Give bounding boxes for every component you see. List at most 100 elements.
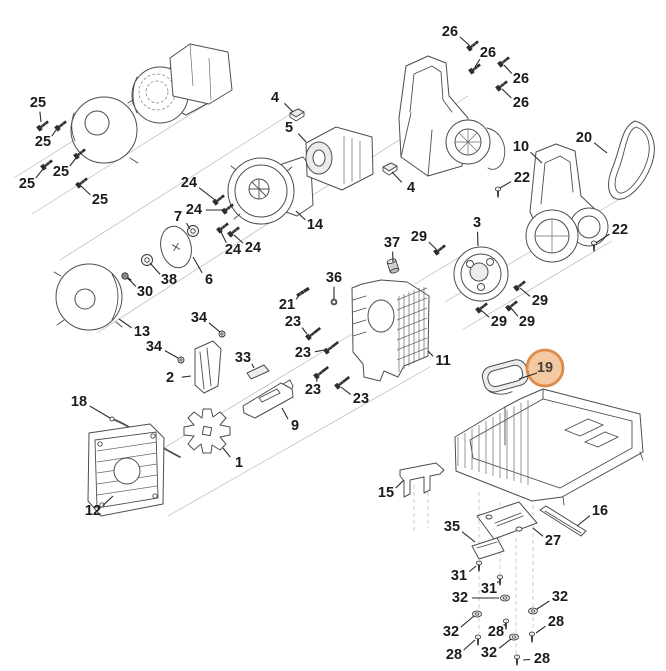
- leader-line: [428, 241, 437, 250]
- leader-line: [297, 133, 307, 143]
- callout-label-30: 30: [137, 284, 153, 300]
- fastener-screw-glyph: [75, 177, 88, 189]
- leader-line: [595, 233, 610, 244]
- fastener-screw-glyph: [495, 80, 508, 92]
- part-grille: [87, 423, 165, 517]
- callout-label-26: 26: [442, 24, 458, 40]
- part-spacer-block-b: [382, 162, 398, 176]
- part-blower-housing: [227, 156, 314, 225]
- callout-label-28: 28: [488, 624, 504, 640]
- fastener-washer-glyph: [472, 610, 482, 618]
- callout-label-25: 25: [92, 192, 108, 208]
- callout-label-7: 7: [174, 209, 182, 225]
- fastener-vscrew-glyph: [514, 654, 520, 666]
- callout-label-35: 35: [444, 519, 460, 535]
- callout-label-29: 29: [519, 314, 535, 330]
- callout-label-4: 4: [271, 90, 279, 106]
- fastener-screw-glyph: [313, 365, 330, 380]
- guide-line: [31, 91, 227, 215]
- callout-label-2: 2: [166, 370, 174, 386]
- leader-line: [535, 625, 546, 634]
- callout-label-33: 33: [235, 350, 251, 366]
- callout-label-24: 24: [186, 202, 202, 218]
- fastener-screw-glyph: [216, 222, 229, 234]
- callout-label-26: 26: [513, 95, 529, 111]
- callout-label-34: 34: [146, 339, 162, 355]
- callout-label-37: 37: [384, 235, 400, 251]
- leader-line: [102, 495, 114, 507]
- leader-line: [208, 322, 221, 333]
- part-pin-strip: [246, 364, 270, 380]
- leader-line: [284, 102, 294, 113]
- leader-line: [80, 185, 91, 196]
- callout-label-24: 24: [225, 242, 241, 258]
- highlight-circle: [525, 348, 565, 388]
- callout-label-28: 28: [446, 647, 462, 663]
- leader-line: [519, 287, 531, 297]
- leader-line: [593, 142, 608, 154]
- fastener-screw-glyph: [54, 120, 67, 132]
- guide-line: [59, 107, 301, 261]
- callout-label-32: 32: [552, 589, 568, 605]
- leader-line: [427, 350, 434, 357]
- callout-label-25: 25: [53, 164, 69, 180]
- leader-line: [498, 638, 512, 649]
- leader-line: [127, 277, 137, 287]
- callout-label-25: 25: [19, 176, 35, 192]
- callout-label-29: 29: [491, 314, 507, 330]
- callout-label-20: 20: [576, 130, 592, 146]
- leader-line: [461, 531, 476, 543]
- callout-label-26: 26: [480, 45, 496, 61]
- part-chassis-base: [454, 388, 644, 506]
- leader-line: [251, 363, 255, 369]
- part-tube: [242, 379, 294, 419]
- part-housing-top: [169, 43, 233, 105]
- callout-label-13: 13: [134, 324, 150, 340]
- leader-line: [522, 658, 531, 661]
- fastener-washer-glyph: [509, 633, 519, 641]
- callout-label-31: 31: [451, 568, 467, 584]
- callout-label-23: 23: [353, 391, 369, 407]
- leader-line: [391, 171, 403, 183]
- fastener-cylinder-glyph: [386, 258, 400, 274]
- part-diaphragm-disc: [160, 225, 192, 269]
- fastener-screw-glyph: [475, 302, 488, 314]
- fastener-vscrew-glyph: [529, 631, 535, 643]
- leader-line: [220, 231, 227, 244]
- callout-label-21: 21: [279, 297, 295, 313]
- leader-line: [530, 151, 543, 164]
- part-motor: [305, 126, 374, 191]
- fastener-screw-glyph: [466, 40, 479, 52]
- callout-label-11: 11: [435, 353, 450, 369]
- callout-label-32: 32: [452, 590, 468, 606]
- leader-line: [301, 327, 308, 335]
- callout-label-16: 16: [592, 503, 608, 519]
- callout-label-25: 25: [35, 134, 51, 150]
- part-cover: [53, 263, 123, 331]
- highlight-leader-line: [518, 372, 538, 380]
- leader-line: [295, 293, 301, 300]
- callout-label-15: 15: [378, 485, 394, 501]
- leader-line: [186, 222, 191, 230]
- leader-line: [499, 181, 512, 189]
- leader-line: [39, 111, 42, 123]
- part-impeller: [183, 408, 231, 454]
- part-fan-wheel: [445, 119, 506, 170]
- leader-line: [480, 309, 490, 318]
- leader-line: [164, 350, 179, 359]
- fastener-screw-glyph: [305, 326, 322, 341]
- fastener-screw-glyph: [505, 300, 518, 312]
- callout-label-4: 4: [407, 180, 415, 196]
- part-plate: [476, 501, 538, 540]
- fastener-washer_lg-glyph: [187, 225, 199, 237]
- fastener-screw-glyph: [323, 340, 340, 355]
- part-pump-bracket: [525, 143, 609, 263]
- fastener-washer_sm-glyph: [177, 356, 185, 364]
- callout-label-22: 22: [612, 222, 628, 238]
- leader-line: [460, 615, 475, 628]
- leader-line: [340, 386, 352, 395]
- leader-line: [51, 129, 57, 137]
- part-strip: [471, 537, 505, 560]
- fastener-screw-glyph: [73, 148, 86, 160]
